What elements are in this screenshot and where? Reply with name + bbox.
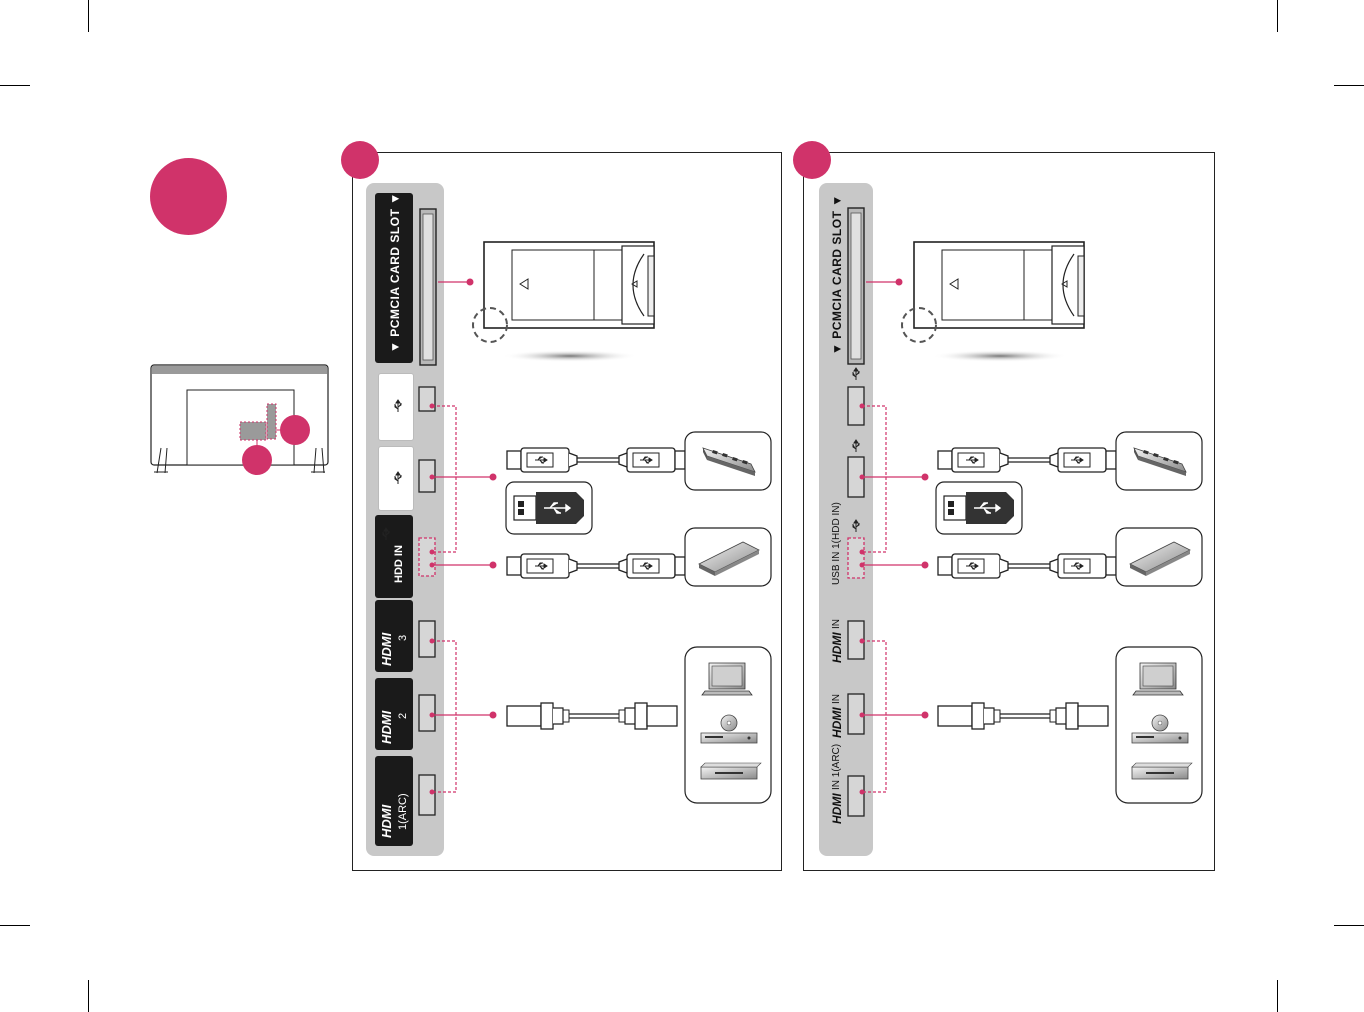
hdd-label: HDD IN	[393, 545, 405, 583]
pcmcia-label: ▼ PCMCIA CARD SLOT ▼	[388, 192, 402, 353]
hdmi-in-label: IN	[831, 619, 842, 629]
hdmi3-label-bar	[375, 600, 413, 672]
step-marker	[150, 158, 227, 235]
hdmi3-number: 3	[397, 634, 409, 641]
panel-marker-left	[341, 141, 379, 179]
port-strip-right	[819, 183, 873, 856]
usb-label-box	[378, 373, 414, 441]
hdmi1-label-bar	[375, 756, 413, 846]
pcmcia-label-bar	[375, 193, 413, 363]
hdd-label-bar	[375, 515, 413, 598]
hdmi2-label-bar	[375, 678, 413, 750]
hdmi-logo: HDMI	[830, 707, 844, 738]
hdmi1-number: 1(ARC)	[397, 793, 409, 830]
hdmi-logo: HDMI	[830, 632, 844, 663]
hdmi-logo: HDMI	[830, 793, 844, 824]
pcmcia-label: ▼ PCMCIA CARD SLOT ▼	[830, 194, 844, 355]
hdmi-logo: HDMI	[379, 632, 394, 666]
hdmi-in1-label: IN 1(ARC)	[831, 743, 842, 790]
hdmi-in-label: IN	[831, 694, 842, 704]
hdmi-logo: HDMI	[379, 804, 394, 838]
hdmi-logo: HDMI	[379, 710, 394, 744]
usb-hdd-label: USB IN 1(HDD IN)	[831, 502, 842, 585]
hdmi2-number: 2	[397, 712, 409, 719]
usb-label-box	[378, 446, 414, 511]
panel-marker-right	[793, 141, 831, 179]
